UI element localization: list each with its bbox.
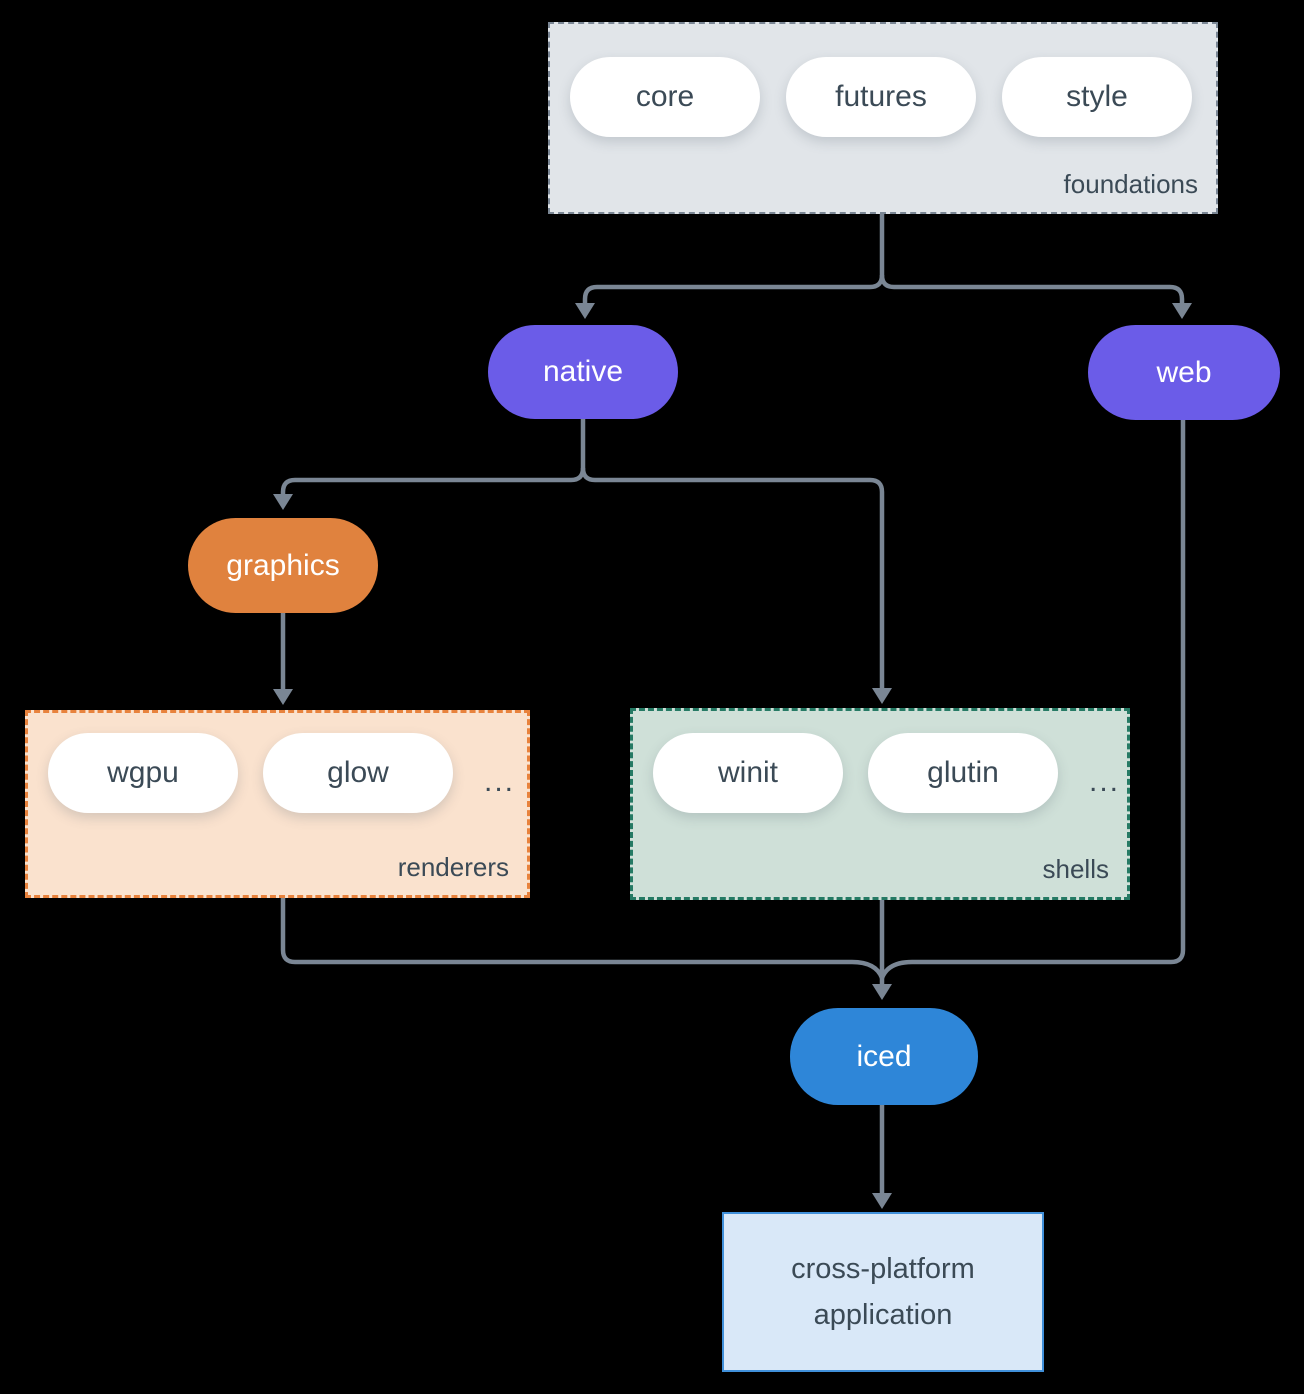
node-native: native [488, 325, 678, 419]
app-box: cross-platform application [722, 1212, 1044, 1372]
shells-label: shells [1042, 854, 1109, 884]
renderers-pill-row: wgpu glow ... [48, 733, 515, 813]
arrow-web-to-iced [879, 420, 1186, 979]
arrowhead-renderers [273, 689, 293, 705]
foundations-label: foundations [1063, 169, 1198, 199]
arrow-foundations-to-web [879, 274, 1185, 303]
arrowhead-graphics [273, 494, 293, 510]
pill-core: core [570, 57, 760, 137]
arrowhead-app [872, 1193, 892, 1209]
shells-ellipsis: ... [1089, 765, 1121, 798]
group-renderers: wgpu glow ... renderers [25, 710, 530, 898]
pill-glutin: glutin [868, 733, 1058, 813]
arrowhead-iced [872, 984, 892, 1000]
app-label-line1: cross-platform [791, 1252, 975, 1285]
shells-pill-row: winit glutin ... [653, 733, 1120, 813]
arrowhead-web [1172, 303, 1192, 319]
pill-winit: winit [653, 733, 843, 813]
pill-wgpu: wgpu [48, 733, 238, 813]
node-web: web [1088, 325, 1280, 420]
renderers-ellipsis: ... [484, 765, 516, 798]
node-graphics: graphics [188, 518, 378, 613]
group-shells: winit glutin ... shells [630, 708, 1130, 900]
renderers-label: renderers [397, 852, 509, 882]
group-foundations: core futures style foundations [548, 22, 1218, 214]
node-iced: iced [790, 1008, 978, 1105]
arrow-renderers-to-iced [280, 898, 885, 979]
arrow-native-to-graphics [280, 419, 586, 495]
pill-glow: glow [263, 733, 453, 813]
pill-futures: futures [786, 57, 976, 137]
arrowhead-native [575, 303, 595, 319]
arrow-native-to-shells [580, 467, 885, 688]
app-label-line2: application [813, 1299, 953, 1331]
foundations-pill-row: core futures style [570, 57, 1192, 137]
arrowhead-shells [872, 688, 892, 704]
pill-style: style [1002, 57, 1192, 137]
arrow-foundations-to-native [582, 214, 885, 303]
